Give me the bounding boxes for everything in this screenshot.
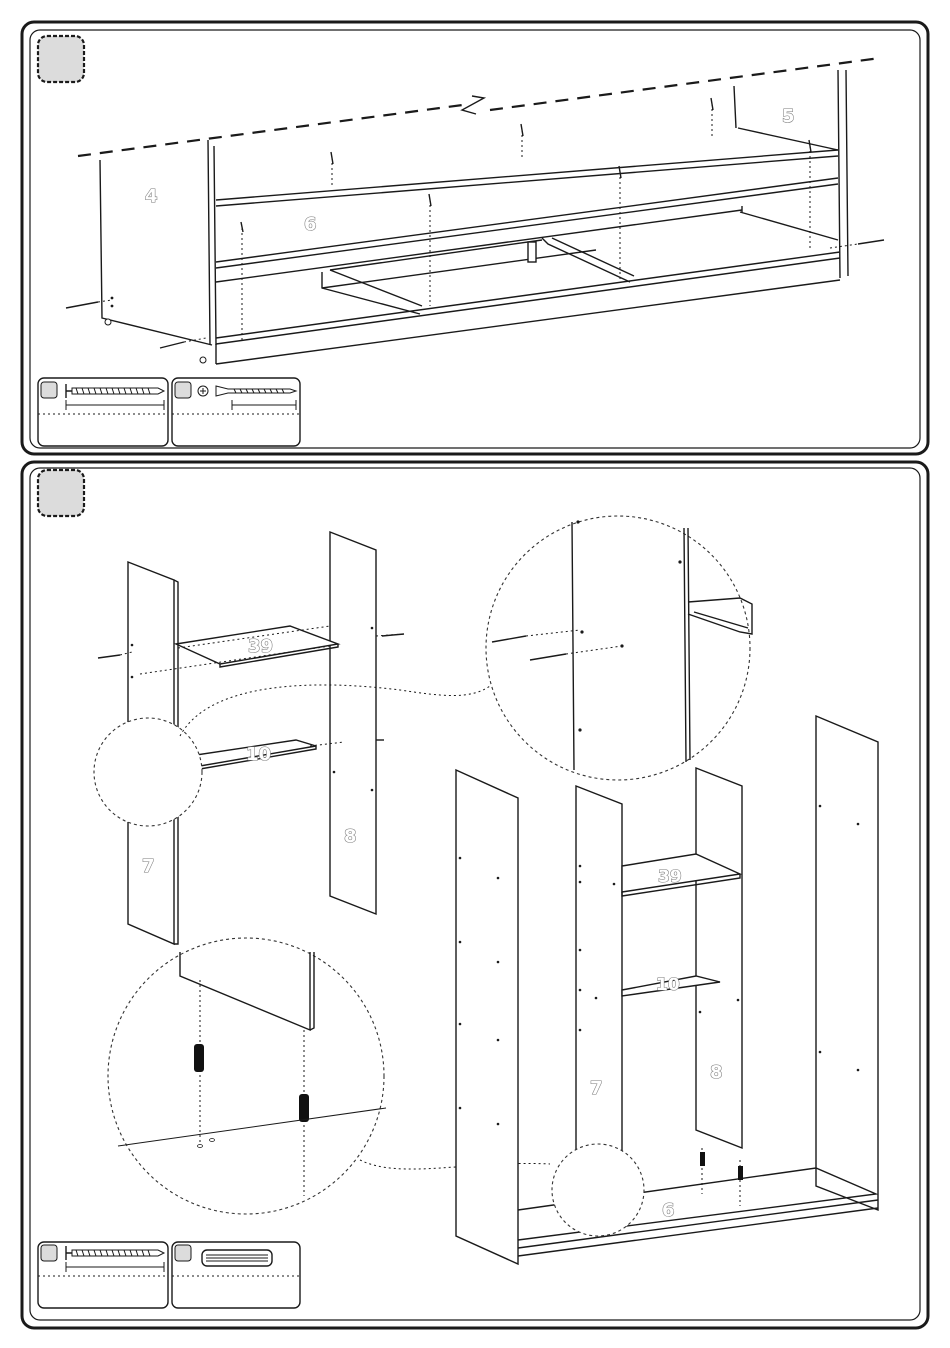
side-screws (66, 240, 884, 348)
dowel-icon (202, 1250, 272, 1266)
side-panel-left: 4 (100, 140, 216, 363)
step-2-illustration: 7 8 39 10 (94, 516, 878, 1264)
part-label-10b: 10 (656, 975, 680, 995)
exploded-shelf-39: 39 (176, 626, 338, 667)
part-label-6b: 6 (662, 1200, 675, 1221)
part-label-39a: 39 (248, 636, 273, 657)
step-1-hardware-box-1 (38, 378, 168, 446)
top-screws (241, 98, 811, 340)
exploded-panel-8: 8 (330, 532, 376, 914)
part-label-39b: 39 (658, 867, 682, 887)
step-2-hardware-box-2 (172, 1242, 300, 1308)
assembled-view: 6 7 8 39 10 (456, 716, 878, 1264)
part-label-6: 6 (304, 214, 317, 235)
part-label-8a: 8 (344, 826, 357, 847)
part-label-7b: 7 (590, 1078, 603, 1099)
part-label-8b: 8 (710, 1062, 723, 1083)
step-2-badge (38, 470, 84, 516)
part-label-5: 5 (782, 106, 795, 127)
step-1-illustration: 4 5 6 (66, 58, 884, 364)
step-1-badge (38, 36, 84, 82)
step-2-hardware-box-1 (38, 1242, 168, 1308)
zoom-detail-dowels (108, 938, 386, 1214)
part-label-4: 4 (145, 186, 158, 207)
step-1-hardware-box-2 (172, 378, 300, 446)
part-label-10a: 10 (246, 744, 271, 765)
side-panel-right: 5 (734, 70, 848, 278)
zoom-detail-screws (486, 516, 752, 780)
part-label-7a: 7 (142, 856, 155, 877)
